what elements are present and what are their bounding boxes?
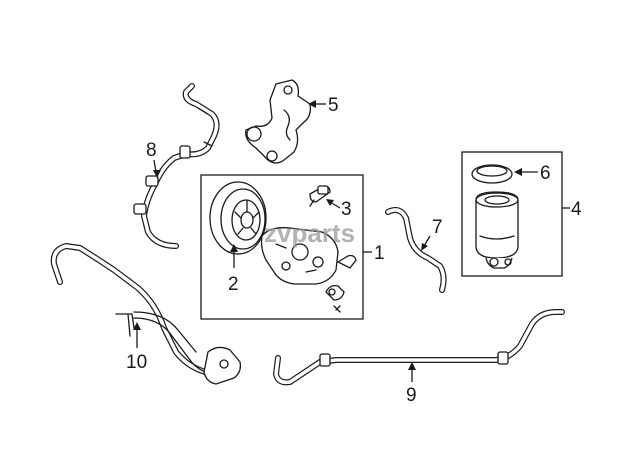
callout-9: 9 [406,385,417,406]
part-2-pulley[interactable] [209,181,267,255]
pressure-line[interactable] [50,243,242,385]
callout-1: 1 [374,243,385,264]
part-7-return-hose[interactable] [385,207,447,293]
callout-5: 5 [328,95,339,116]
watermark: zvparts [264,218,355,248]
leader-lines [133,100,570,382]
part-5-bracket[interactable] [245,79,312,164]
part-6-cap[interactable] [471,164,513,184]
callout-8: 8 [146,140,157,161]
callout-2: 2 [228,274,239,295]
part-4-reservoir-box [461,151,563,277]
pump-body[interactable] [260,227,357,313]
part-10-clamp[interactable] [115,313,135,337]
callout-4: 4 [571,199,582,220]
part-8-pressure-hose[interactable] [133,83,220,249]
part-1-assembly-box [200,174,364,320]
callout-6: 6 [540,163,551,184]
part-3-valve[interactable] [309,185,331,207]
callout-7: 7 [432,217,443,238]
callout-10: 10 [126,352,147,373]
callout-3: 3 [341,199,352,220]
reservoir-tank[interactable] [475,191,519,269]
part-9-return-tube[interactable] [273,309,565,386]
